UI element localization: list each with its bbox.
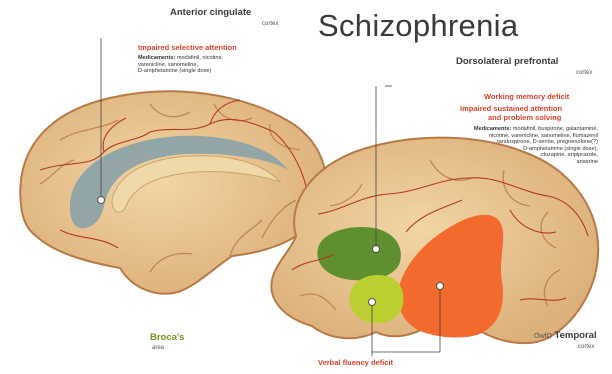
dorsolateral-med-line-5: clozapine, aripiprazole, bbox=[541, 152, 598, 158]
dorsolateral-deficit-2a: Impaired sustained attention bbox=[460, 104, 562, 113]
broca-sub: area bbox=[152, 345, 164, 351]
dorsolateral-deficit-2b: and problem solving bbox=[488, 113, 561, 122]
dlpfc-marker bbox=[373, 246, 380, 253]
dorsolateral-med-line-6: anserine bbox=[577, 159, 598, 165]
temporal-marker bbox=[437, 283, 444, 290]
dorsolateral-label: Dorsolateral prefrontal bbox=[456, 56, 558, 67]
dorsolateral-med-line-4: D-amphetamine (single dose), bbox=[523, 146, 598, 152]
anterior-cingulate-medicaments: Medicaments: modafinil, nicotine, vareni… bbox=[138, 55, 298, 75]
dorsolateral-med-line-1: modafinil, buspirone, galantamine, bbox=[513, 126, 598, 132]
anterior-cingulate-sub: cortex bbox=[262, 21, 278, 27]
anterior-cingulate-label: Anterior cingulate bbox=[170, 7, 251, 18]
anterior-cingulate-med-label: Medicaments: bbox=[138, 55, 175, 61]
dlpfc-region bbox=[317, 227, 400, 280]
dorsolateral-deficit-1: Working memory deficit bbox=[484, 92, 569, 101]
temporal-prefix: OwfO bbox=[534, 333, 552, 340]
dorsolateral-med-line-3: tandospirone, D-serine, pregnenolone(?) bbox=[497, 139, 598, 145]
page-title: Schizophrenia bbox=[318, 8, 518, 44]
broca-marker bbox=[369, 299, 376, 306]
anterior-cingulate-deficit: Impaired selective attention bbox=[138, 43, 237, 52]
anterior-cingulate-marker bbox=[98, 197, 105, 204]
dorsolateral-med-label: Medicaments: bbox=[474, 126, 511, 132]
anterior-cingulate-med-line-2: varenicline, xanomeline, bbox=[138, 62, 198, 68]
temporal-label: OwfO Temporal bbox=[534, 330, 597, 341]
broca-region bbox=[350, 275, 404, 323]
dorsolateral-medicaments: Medicaments: modafinil, buspirone, galan… bbox=[390, 126, 598, 166]
broca-label: Broca's bbox=[150, 332, 184, 343]
verbal-fluency-deficit: Verbal fluency deficit bbox=[318, 358, 393, 367]
temporal-name: Temporal bbox=[555, 330, 597, 341]
anterior-cingulate-med-line-3: D-amphetamine (single dose) bbox=[138, 68, 211, 74]
temporal-sub: cortex bbox=[578, 344, 594, 350]
dorsolateral-med-line-2: nicotine, varenicline, xanomeline, fluma… bbox=[489, 133, 598, 139]
dorsolateral-sub: cortex bbox=[576, 70, 592, 76]
anterior-cingulate-med-line-1: modafinil, nicotine, bbox=[177, 55, 223, 61]
